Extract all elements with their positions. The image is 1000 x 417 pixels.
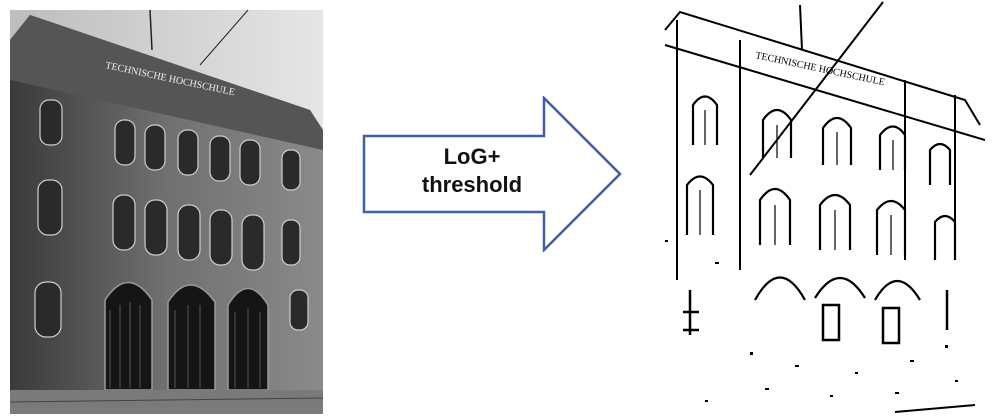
output-edge-image: TECHNISCHE HOCHSCHULE	[655, 0, 985, 417]
arrow-caption-line1: LoG+	[443, 144, 501, 169]
arrow-caption: LoG+ threshold	[372, 143, 572, 199]
input-grayscale-photo: TECHNISCHE HOCHSCHULE	[10, 10, 323, 414]
arrow-caption-line2: threshold	[421, 172, 523, 197]
process-arrow	[362, 96, 622, 252]
arrow-shape	[362, 96, 622, 252]
